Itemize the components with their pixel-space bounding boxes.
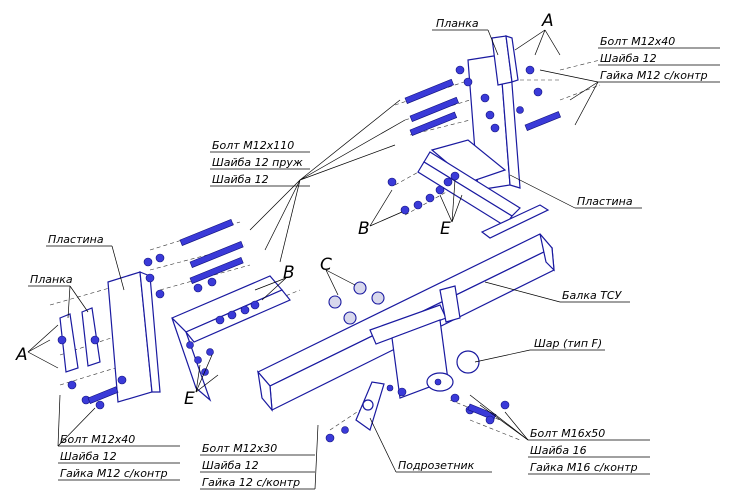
- left-bracket: [59, 307, 101, 373]
- leader-lines: [27, 29, 720, 490]
- label-plastina-right: Пластина: [577, 195, 633, 208]
- label-top-right-washer: Шайба 12: [600, 52, 657, 65]
- label-middle-washer: Шайба 12: [212, 173, 269, 186]
- top-bracket: [491, 35, 519, 86]
- label-bottom-mid-nut: Гайка 12 с/контр: [202, 476, 300, 489]
- labels: Планка Болт М12х40 Шайба 12 Гайка М12 с/…: [15, 11, 708, 489]
- label-middle-bolt: Болт М12х110: [212, 139, 294, 152]
- ball-mount: [369, 285, 480, 399]
- label-top-right-nut: Гайка М12 с/контр: [600, 69, 708, 82]
- label-bottom-right-bolt: Болт М16х50: [530, 427, 605, 440]
- letter-c: C: [320, 255, 332, 275]
- label-bottom-left-bolt: Болт М12х40: [60, 433, 135, 446]
- label-podrozetnik: Подрозетник: [398, 459, 475, 472]
- label-plastina-left: Пластина: [48, 233, 104, 246]
- label-bottom-left-nut: Гайка М12 с/контр: [60, 467, 168, 480]
- letter-a-left: A: [15, 345, 28, 365]
- label-bottom-mid-washer: Шайба 12: [202, 459, 259, 472]
- fasteners: [57, 65, 562, 443]
- label-bottom-right-nut: Гайка М16 с/контр: [530, 461, 638, 474]
- label-planka-left: Планка: [30, 273, 73, 286]
- left-plate: [107, 271, 161, 403]
- letter-e-right: E: [440, 219, 451, 239]
- label-balka: Балка ТСУ: [562, 289, 623, 302]
- letter-a-top: A: [541, 11, 554, 31]
- letter-b-middle: B: [283, 263, 295, 283]
- label-top-right-bolt: Болт М12х40: [600, 35, 675, 48]
- label-bottom-left-washer: Шайба 12: [60, 450, 117, 463]
- letter-b-right: B: [358, 219, 370, 239]
- label-planka-top: Планка: [436, 17, 479, 30]
- label-bottom-mid-bolt: Болт М12х30: [202, 442, 277, 455]
- label-middle-spring-washer: Шайба 12 пруж: [212, 156, 303, 169]
- frame-rails: [170, 151, 521, 402]
- letter-e-left: E: [184, 389, 195, 409]
- label-shar: Шар (тип F): [534, 337, 602, 350]
- label-bottom-right-washer: Шайба 16: [530, 444, 587, 457]
- socket-bracket: [355, 381, 385, 431]
